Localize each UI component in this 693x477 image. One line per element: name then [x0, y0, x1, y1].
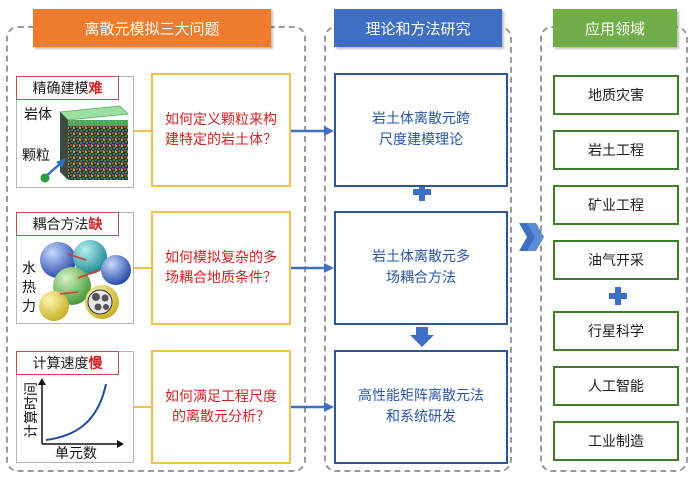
modeling-tag-highlight: 难	[88, 81, 103, 97]
coupling-tag: 耦合方法缺	[16, 212, 119, 236]
methods-header-text: 理论和方法研究	[365, 19, 471, 38]
theory-hpc-text: 高性能矩阵离散元法和系统研发	[358, 388, 484, 425]
app-geohazards: 地质灾害	[553, 75, 679, 115]
app-oil-gas: 油气开采	[553, 240, 679, 280]
theory-coupling-text: 岩土体离散元多场耦合方法	[372, 249, 470, 286]
app-manufacturing-text: 工业制造	[588, 434, 644, 450]
app-oil-gas-text: 油气开采	[588, 253, 644, 269]
app-planetary: 行星科学	[553, 311, 679, 351]
arrow-problem-1	[134, 126, 334, 136]
force-label: 力	[22, 299, 36, 315]
app-geohazards-text: 地质灾害	[588, 88, 644, 104]
modeling-question-text: 如何定义颗粒来构建特定的岩土体？	[165, 112, 277, 148]
speed-tag: 计算速度慢	[16, 351, 119, 375]
applications-header: 应用领域	[553, 9, 677, 47]
coupling-spheres-image	[39, 240, 131, 321]
app-ai-text: 人工智能	[588, 379, 644, 395]
methods-header: 理论和方法研究	[334, 9, 502, 47]
plus-icon-applications	[609, 287, 627, 305]
arrow-problem-2	[134, 263, 334, 273]
app-mining: 矿业工程	[553, 185, 679, 225]
app-geotechnical-text: 岩土工程	[588, 143, 644, 159]
rock-mass-label: 岩体	[24, 107, 52, 123]
modeling-question-box: 如何定义颗粒来构建特定的岩土体？	[151, 73, 291, 187]
rock-cube-image	[40, 105, 129, 183]
problems-header: 离散元模拟三大问题	[33, 9, 271, 47]
app-mining-text: 矿业工程	[588, 198, 644, 214]
arrow-problem-3	[134, 402, 334, 412]
theory-box-modeling: 岩土体离散元跨尺度建模理论	[334, 73, 508, 187]
coupling-question-text: 如何模拟复杂的多场耦合地质条件？	[165, 250, 277, 286]
coupling-tag-text: 耦合方法	[32, 217, 89, 233]
theory-modeling-text: 岩土体离散元跨尺度建模理论	[372, 111, 470, 148]
app-manufacturing: 工业制造	[553, 421, 679, 461]
modeling-tag: 精确建模难	[16, 76, 119, 100]
particle-label: 颗粒	[22, 148, 50, 164]
speed-question-box: 如何满足工程尺度的离散元分析？	[151, 350, 291, 464]
speed-tag-text: 计算速度	[32, 356, 89, 372]
water-label: 水	[22, 261, 36, 277]
app-geotechnical: 岩土工程	[553, 130, 679, 170]
speed-question-text: 如何满足工程尺度的离散元分析？	[165, 389, 277, 425]
double-chevron-icon	[519, 223, 544, 251]
speed-tag-highlight: 慢	[88, 356, 103, 372]
heat-label: 热	[22, 280, 36, 296]
applications-header-text: 应用领域	[584, 19, 645, 38]
problems-header-text: 离散元模拟三大问题	[84, 19, 220, 38]
app-ai: 人工智能	[553, 366, 679, 406]
coupling-question-box: 如何模拟复杂的多场耦合地质条件？	[151, 211, 291, 325]
theory-box-coupling: 岩土体离散元多场耦合方法	[334, 211, 508, 325]
modeling-tag-text: 精确建模	[32, 81, 89, 97]
plus-icon	[413, 183, 431, 201]
coupling-tag-highlight: 缺	[88, 217, 103, 233]
element-count-label: 单元数	[55, 446, 97, 462]
down-arrow-icon	[410, 327, 434, 347]
speed-growth-chart	[38, 378, 124, 448]
theory-box-hpc: 高性能矩阵离散元法和系统研发	[334, 350, 508, 464]
app-planetary-text: 行星科学	[588, 324, 644, 340]
